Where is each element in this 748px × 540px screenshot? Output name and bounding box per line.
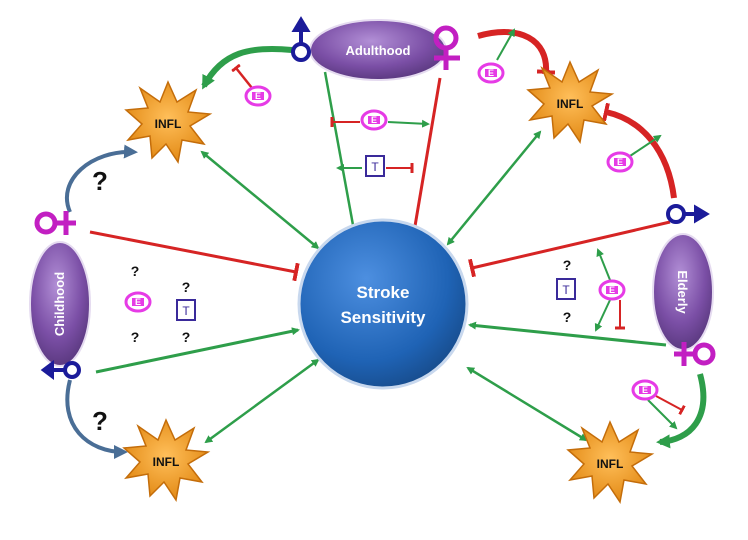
estrogen-symbol: E: [255, 91, 261, 101]
childhood-stage: Childhood: [29, 241, 91, 367]
arrow-elderly-to-infl-bottomright: [656, 373, 707, 449]
testosterone-symbol: T: [371, 160, 379, 174]
elderly-label: Elderly: [675, 270, 690, 314]
estrogen-badge: E: [598, 279, 626, 301]
estrogen-symbol: E: [642, 385, 648, 395]
stroke-sensitivity-node: Stroke Sensitivity: [297, 218, 469, 390]
arrow-childhood-to-infl-bottomleft: [65, 379, 128, 459]
estrogen-badge: E: [124, 291, 152, 313]
unknown-effect-mark: ?: [92, 406, 108, 436]
unknown-effect-mark: ?: [563, 309, 572, 325]
arrow-childhood-to-center: [95, 327, 300, 374]
arrow-childhood-to-infl-topleft: [64, 144, 138, 213]
female-symbol-icon: [674, 342, 716, 366]
arrow-estrogen-small: [596, 248, 611, 281]
unknown-effect-mark: ?: [92, 166, 108, 196]
arrow-estrogen-small: [387, 119, 430, 128]
estrogen-symbol: E: [135, 297, 141, 307]
testosterone-badge: T: [365, 155, 385, 177]
infl-star-bottomleft: INFL: [122, 418, 211, 502]
infl-label: INFL: [597, 457, 624, 471]
infl-label: INFL: [155, 117, 182, 131]
unknown-effect-mark: ?: [182, 279, 191, 295]
infl-star-topleft: INFL: [124, 80, 213, 164]
adulthood-stage: Adulthood: [309, 19, 447, 81]
inhibit-childhood-female-to-center: [89, 230, 300, 282]
arrow-adulthood-to-center: [323, 71, 358, 238]
infl-star-bottomright: INFL: [566, 420, 655, 504]
childhood-label: Childhood: [52, 272, 67, 336]
arrow-estrogen-small: [647, 399, 678, 430]
inhibit-estrogen-small: [231, 63, 253, 89]
infl-label: INFL: [153, 455, 180, 469]
center-label-line1: Stroke: [357, 283, 410, 302]
inhibit-elderly-to-infl-topright: [602, 102, 677, 199]
unknown-effect-mark: ?: [182, 329, 191, 345]
infl-label: INFL: [557, 97, 584, 111]
infl-star-topright: INFL: [526, 60, 615, 144]
arrow-estrogen-small: [496, 28, 515, 61]
adulthood-label: Adulthood: [346, 43, 411, 58]
inhibit-estrogen-small: [655, 395, 686, 416]
arrow-estrogen-small: [629, 134, 662, 157]
estrogen-badge: E: [606, 151, 634, 173]
arrow-adulthood-to-infl-topleft: [201, 45, 293, 90]
male-symbol-icon: [291, 16, 311, 62]
arrow-estrogen-small: [594, 299, 611, 332]
testosterone-symbol: T: [182, 304, 190, 318]
arrow-infl-bottomright-to-center: [466, 366, 588, 442]
estrogen-symbol: E: [488, 68, 494, 78]
estrogen-symbol: E: [617, 157, 623, 167]
unknown-effect-mark: ?: [563, 257, 572, 273]
arrow-infl-topleft-to-center: [200, 150, 320, 250]
arrow-elderly-to-center: [468, 321, 667, 347]
female-symbol-icon: [34, 211, 76, 235]
estrogen-badge: E: [631, 379, 659, 401]
estrogen-symbol: E: [609, 285, 615, 295]
elderly-stage: Elderly: [652, 233, 714, 351]
testosterone-badge: T: [556, 278, 576, 300]
inhibit-elderly-to-center: [468, 220, 671, 278]
arrow-infl-bottomleft-to-center: [204, 358, 320, 444]
estrogen-badge: E: [360, 109, 388, 131]
arrow-infl-topright-to-center: [446, 130, 542, 246]
inhibit-adulthood-to-infl-topright: [477, 29, 556, 75]
male-symbol-icon: [40, 360, 81, 380]
female-symbol-icon: [433, 25, 460, 70]
inhibit-adulthood-female-to-center: [404, 77, 442, 236]
testosterone-symbol: T: [562, 283, 570, 297]
estrogen-symbol: E: [371, 115, 377, 125]
unknown-effect-mark: ?: [131, 329, 140, 345]
estrogen-badge: E: [477, 62, 505, 84]
center-label-line2: Sensitivity: [340, 308, 426, 327]
unknown-effect-mark: ?: [131, 263, 140, 279]
male-symbol-icon: [666, 204, 710, 224]
estrogen-badge: E: [244, 85, 272, 107]
testosterone-badge: T: [176, 299, 196, 321]
